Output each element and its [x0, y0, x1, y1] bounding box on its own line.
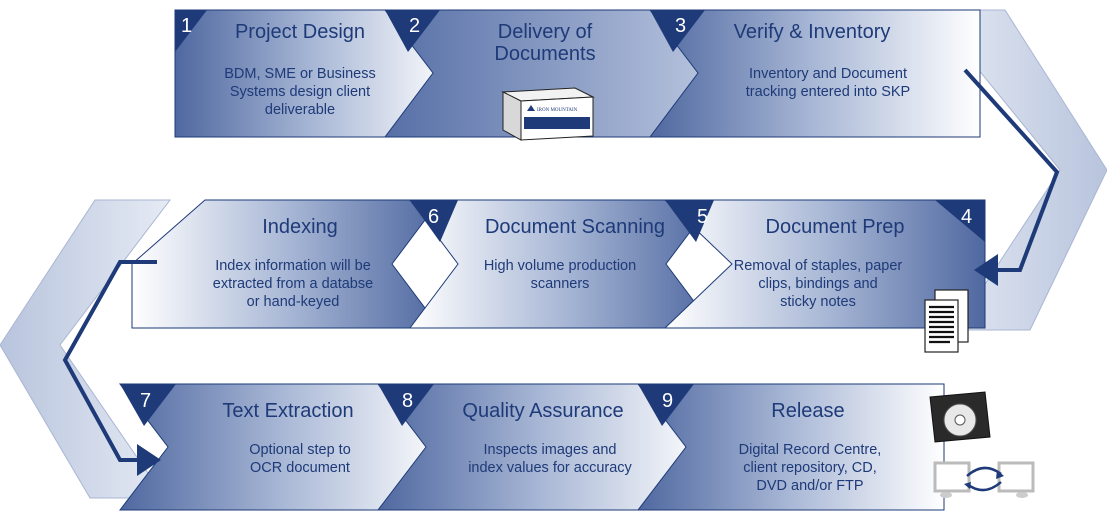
- step-3-badge: [650, 10, 705, 52]
- step-5-desc-line-2: scanners: [531, 276, 590, 292]
- step-2-title-line-2: Documents: [494, 43, 595, 65]
- step-7-badge: [120, 384, 176, 426]
- step-5-badge: [665, 200, 714, 242]
- step-8-number: 8: [402, 390, 413, 412]
- step-8-badge: [378, 384, 434, 426]
- step-9-title: Release: [771, 400, 844, 422]
- step-8-desc-line-2: index values for accuracy: [468, 460, 632, 476]
- step-1-title: Project Design: [235, 21, 365, 43]
- step-1-desc-line-2: Systems design client: [230, 84, 370, 100]
- step-7-desc-line-2: OCR document: [250, 460, 350, 476]
- step-9-desc-line-3: DVD and/or FTP: [756, 478, 863, 494]
- step-2-badge: [385, 10, 440, 52]
- step-9-desc-line-2: client repository, CD,: [743, 460, 877, 476]
- step-1-desc-line-1: BDM, SME or Business: [224, 66, 376, 82]
- step-6-desc-line-1: Index information will be: [215, 258, 371, 274]
- step-5-title: Document Scanning: [485, 216, 665, 238]
- step-9-number: 9: [662, 390, 673, 412]
- cd-icon: [929, 391, 991, 443]
- step-1-desc-line-3: deliverable: [265, 102, 335, 118]
- step-4-number: 4: [961, 206, 972, 228]
- step-3-desc-line-1: Inventory and Document: [749, 66, 907, 82]
- step-3-desc-line-2: tracking entered into SKP: [746, 84, 910, 100]
- step-4-desc-line-2: clips, bindings and: [758, 276, 877, 292]
- step-7-title: Text Extraction: [222, 400, 353, 422]
- transfer-icon: [933, 461, 1035, 498]
- step-3-title: Verify & Inventory: [734, 21, 891, 43]
- step-9-desc-line-1: Digital Record Centre,: [739, 442, 882, 458]
- step-6-desc-line-3: or hand-keyed: [247, 294, 340, 310]
- step-9-badge: [638, 384, 694, 426]
- step-4-badge: [935, 200, 985, 242]
- step-6-badge: [410, 200, 458, 242]
- step-8-title: Quality Assurance: [462, 400, 623, 422]
- step-4-desc-line-3: sticky notes: [780, 294, 856, 310]
- step-2-title-line-1: Delivery of: [498, 21, 593, 43]
- step-7-desc-line-1: Optional step to: [249, 442, 351, 458]
- flow-arrow-right: [963, 68, 1060, 286]
- step-4-title: Document Prep: [766, 216, 905, 238]
- step-2-number: 2: [409, 15, 420, 37]
- step-5-desc-line-1: High volume production: [484, 258, 636, 274]
- step-1-number: 1: [181, 15, 192, 37]
- flow-arrow-left: [62, 260, 161, 476]
- step-8-desc-line-1: Inspects images and: [484, 442, 617, 458]
- right-connector-chevron: [928, 9, 1107, 331]
- left-connector-chevron: [0, 199, 172, 499]
- step-9-panel: [636, 383, 945, 511]
- step-3-number: 3: [675, 15, 686, 37]
- document-box-icon: IRON MOUNTAIN: [501, 87, 595, 141]
- box-logo-label: IRON MOUNTAIN: [537, 108, 578, 113]
- step-5-number: 5: [697, 206, 708, 228]
- step-6-desc-line-2: extracted from a databse: [213, 276, 373, 292]
- step-4-desc-line-1: Removal of staples, paper: [734, 258, 903, 274]
- step-7-number: 7: [140, 390, 151, 412]
- paper-stack-icon: [924, 289, 969, 353]
- step-6-title: Indexing: [262, 216, 338, 238]
- step-1-badge: [175, 10, 207, 52]
- step-3-panel: [648, 9, 981, 138]
- step-6-number: 6: [428, 206, 439, 228]
